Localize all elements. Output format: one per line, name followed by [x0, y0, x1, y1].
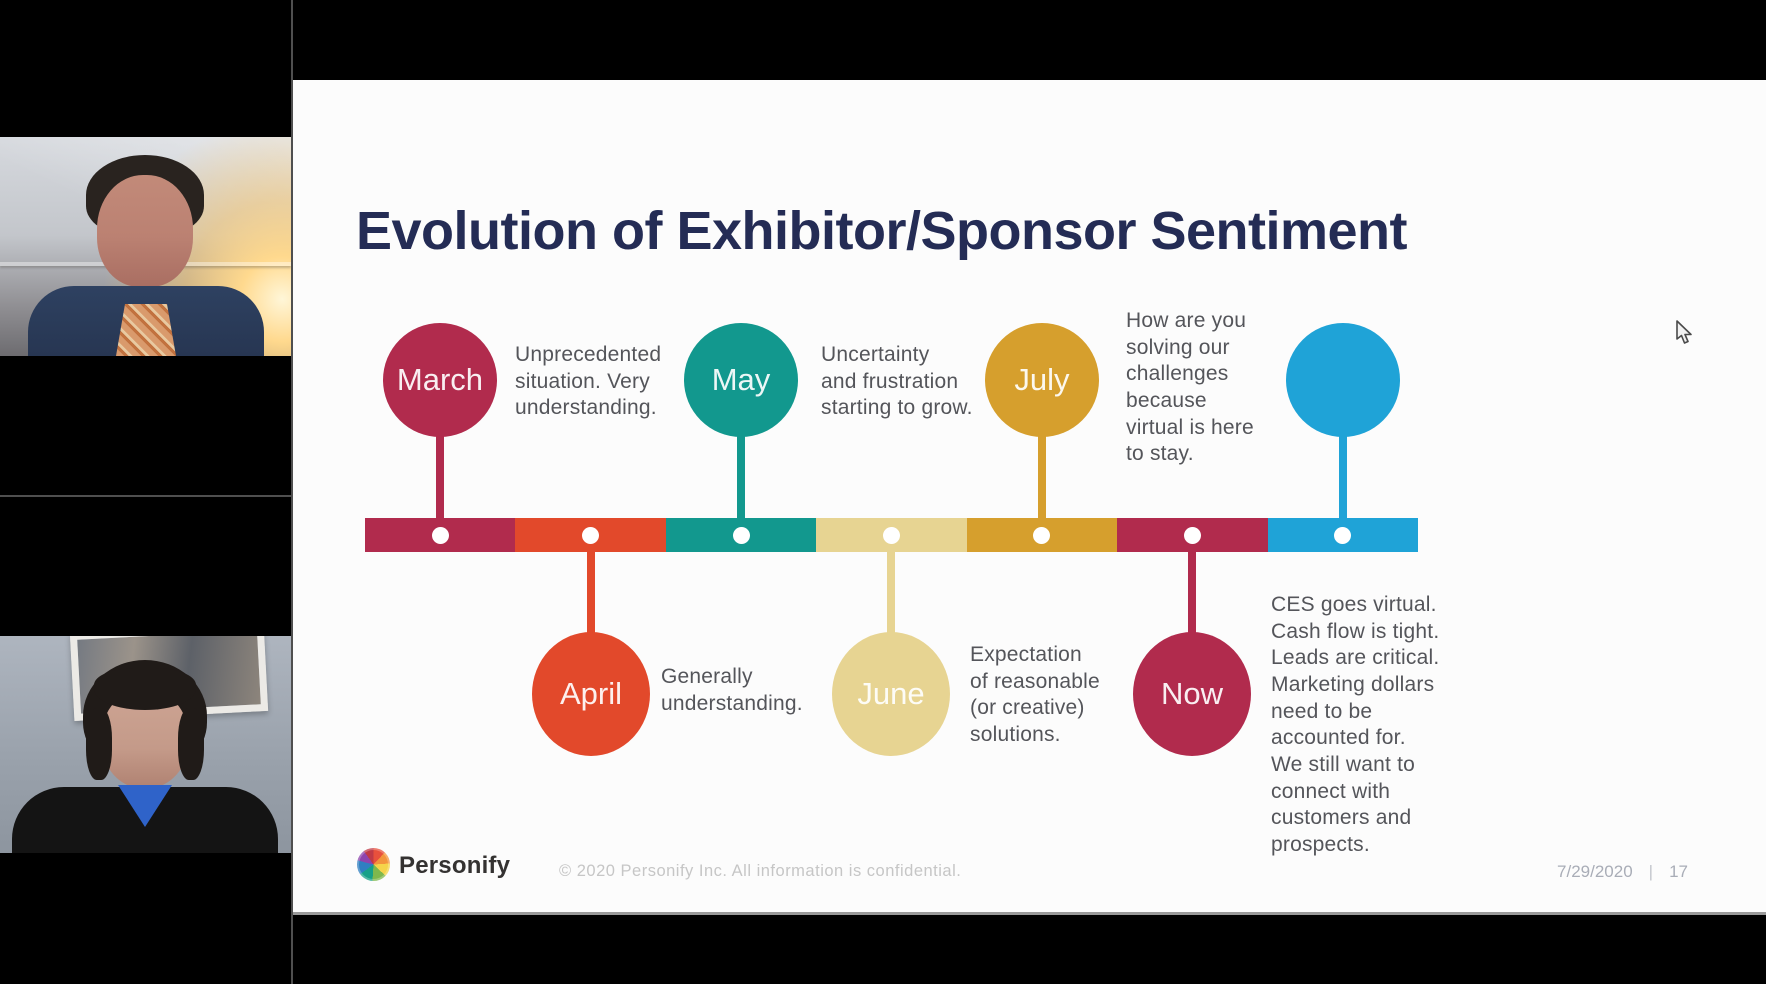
milestone-note-may: Uncertainty and frustration starting to …: [821, 343, 973, 420]
bar-segment-now: [1117, 518, 1268, 552]
participant2-hair-right: [178, 708, 204, 780]
bar-segment-future: [1267, 518, 1418, 552]
milestone-stick-may: [737, 430, 745, 522]
timeline-dot: [582, 526, 600, 544]
bar-segment-march: [365, 518, 516, 552]
milestone-circle-march: March: [383, 323, 497, 437]
timeline-dot: [1033, 526, 1051, 544]
bar-segment-june: [816, 518, 967, 552]
participant2-bangs: [94, 668, 196, 710]
milestone-note-april: Generally understanding.: [661, 665, 803, 715]
participant1-face: [97, 175, 193, 287]
milestone-stick-now: [1188, 550, 1196, 638]
personify-logo-icon: [357, 848, 390, 881]
milestone-stick-future: [1339, 430, 1347, 522]
timeline-bar: [365, 518, 1418, 552]
milestone-label-march: March: [396, 362, 484, 397]
personify-logo-text: Personify: [399, 852, 511, 879]
milestone-circle-future: [1286, 323, 1400, 437]
timeline-dot: [1334, 526, 1352, 544]
milestone-note-march: Unprecedented situation. Very understand…: [515, 343, 662, 420]
bar-segment-may: [665, 518, 817, 552]
milestone-label-july: July: [1014, 362, 1070, 397]
milestone-circle-june: June: [832, 632, 950, 756]
bar-segment-july: [966, 518, 1118, 552]
milestone-stick-july: [1038, 430, 1046, 522]
mouse-cursor-icon: [1676, 320, 1692, 344]
timeline-dot: [431, 526, 449, 544]
milestone-stick-june: [887, 550, 895, 638]
date-page-separator: |: [1648, 862, 1654, 881]
participants-panel: [0, 0, 293, 984]
participant1-shirt: [116, 304, 176, 356]
milestone-circle-july: July: [985, 323, 1099, 437]
slide-date: 7/29/2020: [1557, 862, 1633, 881]
slide-title: Evolution of Exhibitor/Sponsor Sentiment: [356, 201, 1408, 262]
milestone-note-june: Expectation of reasonable (or creative) …: [970, 643, 1100, 746]
bar-segment-april: [515, 518, 666, 552]
video-divider: [0, 495, 291, 497]
slide-footer-meta: 7/29/2020 | 17: [1557, 862, 1688, 882]
participant-video-2[interactable]: [0, 636, 291, 853]
participant-video-1[interactable]: [0, 137, 291, 356]
milestone-circle-now: Now: [1133, 632, 1251, 756]
milestone-circle-april: April: [532, 632, 650, 756]
milestone-stick-april: [587, 550, 595, 638]
milestone-label-may: May: [711, 362, 771, 397]
milestone-note-now: CES goes virtual. Cash flow is tight. Le…: [1271, 593, 1440, 856]
milestone-label-april: April: [559, 676, 622, 711]
presentation-slide: Evolution of Exhibitor/Sponsor Sentiment…: [293, 80, 1766, 915]
copyright-text: © 2020 Personify Inc. All information is…: [559, 862, 962, 880]
timeline-dot: [732, 526, 750, 544]
milestone-label-june: June: [857, 676, 925, 711]
milestone-stick-march: [436, 430, 444, 522]
page-number: 17: [1669, 862, 1688, 881]
milestone-circle-may: May: [684, 323, 798, 437]
timeline-dot: [1183, 526, 1201, 544]
milestone-label-now: Now: [1160, 676, 1223, 711]
timeline-dot: [882, 526, 900, 544]
participant2-hair-left: [86, 708, 112, 780]
milestone-note-july: How are you solving our challenges becau…: [1126, 309, 1254, 466]
